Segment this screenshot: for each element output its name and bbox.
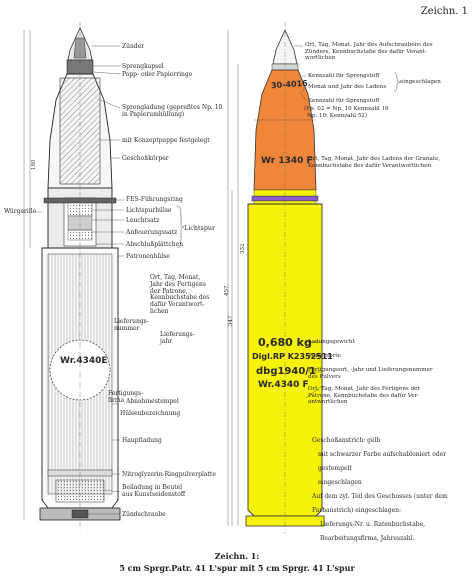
label-lichtspur: Lichtspur	[184, 224, 216, 232]
label-fertigungsfirma: Fertigungs-firma	[108, 390, 144, 404]
label-hauptladung: Hauptladung	[122, 437, 162, 444]
label-abschluss: Abschlußplättchen	[126, 241, 184, 248]
powder-mark: Digl.RP K2352511	[252, 352, 333, 361]
lot-mark: dbg1940/1	[256, 366, 316, 377]
label-r1: Ort, Tag, Monat, Jahr des Aufschraubens …	[305, 42, 433, 62]
label-nitro: Nitroglyzerin-Ringpulverplatte	[122, 471, 216, 478]
label-ladungsgewicht: Ladungsgewicht	[308, 339, 355, 345]
label-fes: FES-Führungsring	[126, 196, 183, 203]
label-sprengladung-1: Sprengladung (gepreßtes Np. 10	[122, 104, 223, 111]
caption-line-1: Zeichn. 1:	[214, 551, 260, 561]
label-sprengladung-2: in Papierumhüllung)	[122, 111, 185, 118]
label-zuendschraube: Zündschraube	[122, 511, 166, 518]
dim-457: 457	[224, 285, 230, 297]
label-wuergerille: Würgerille	[4, 208, 37, 215]
label-patronenhuelse: Patronenhülse	[126, 253, 170, 260]
label-r2: Kennzahl für Sprengstoff	[308, 73, 380, 79]
label-lichtspurhuelse: Lichtspurhülse	[126, 207, 172, 214]
label-anfeuerungssatz: Anfeuerungssatz	[126, 229, 178, 236]
dim-332: 332	[240, 243, 246, 255]
notes-block: Geschoßanstrich: gelb mit schwarzer Farb…	[312, 437, 448, 542]
label-r7: Ort, Tag, Monat, Jahr des Ladens der Gra…	[308, 156, 441, 169]
label-r6: Np. 10: Kennzahl 52)	[307, 113, 368, 119]
cylinder-mark: Wr 1340 F	[261, 156, 313, 166]
label-zuender: Zünder	[122, 43, 145, 50]
label-sprengkapsel: Sprengkapsel	[122, 63, 164, 70]
label-huelsenbezeichnung: Hülsenbezeichnung	[120, 410, 181, 417]
weight-mark: 0,680 kg	[258, 336, 312, 349]
label-r3: Monat und Jahr des Ladens	[308, 84, 387, 90]
stamp-mark: Wr.4340 F	[258, 380, 309, 390]
caption-line-2: 5 cm Sprgr.Patr. 41 L'spur mit 5 cm Sprg…	[119, 563, 355, 573]
label-leuchtsatz: Leuchtsatz	[126, 217, 160, 224]
label-r3b: eingeschlagen	[400, 79, 441, 85]
label-kopfpappe: mit Konzeptpappe festgelegt	[122, 137, 210, 144]
lichtspur-brace	[176, 205, 184, 249]
label-r5: (Fp. 02 = Np. 10 Kennzahl 16	[304, 106, 389, 112]
dim-180: 180	[31, 159, 37, 171]
label-papp: Papp- oder Papierringe	[122, 71, 193, 78]
label-lieferungsjahr: Lieferungs-jahr	[160, 331, 195, 345]
dim-347: 347	[228, 315, 234, 327]
label-r10: Fertigungsort, -jahr und Lieferungsnumme…	[308, 367, 433, 380]
label-geschosskoerper: Geschoßkörper	[122, 155, 169, 162]
case-text-block: Ort, Tag, Monat, Jahr des Fertigens der …	[150, 274, 210, 315]
r3-brace	[394, 72, 400, 92]
label-lieferungsnummer: Lieferungs-nummer	[114, 318, 149, 332]
figure-label: Zeichn. 1	[420, 6, 468, 17]
label-pulversorte: Pulversorte	[308, 353, 341, 359]
label-r4: Kennzahl für Sprengstoff	[308, 98, 380, 104]
label-abnahmestempel: Abnahmestempel	[126, 398, 179, 405]
case-stamp-text: Wr.4340E	[60, 356, 108, 366]
